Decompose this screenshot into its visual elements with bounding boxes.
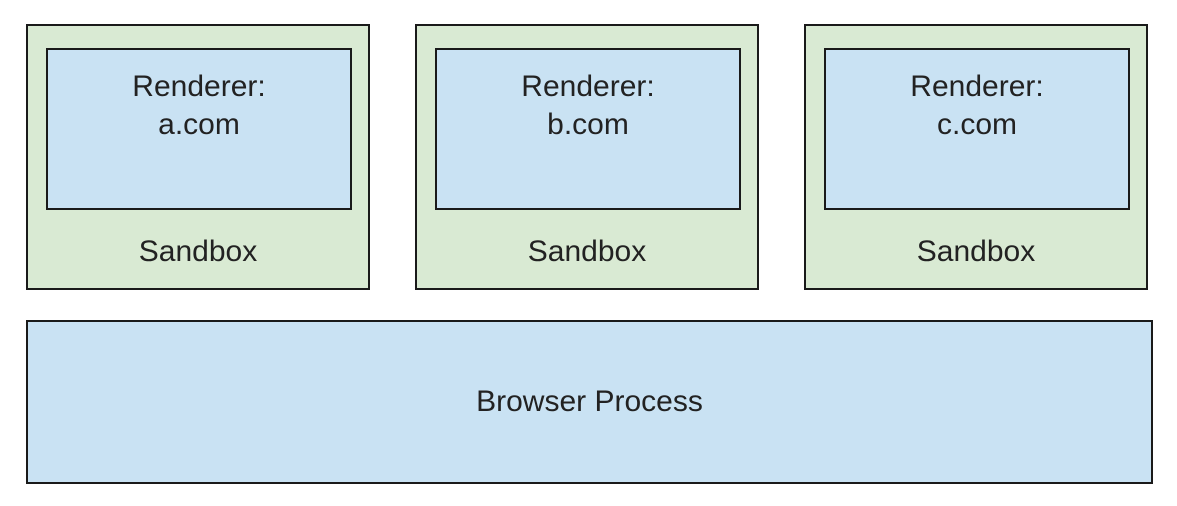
- browser-process-label: Browser Process: [476, 385, 703, 418]
- sandbox-label: Sandbox: [138, 235, 258, 268]
- sandbox-label: Sandbox: [916, 235, 1036, 268]
- renderer-title: Renderer:: [521, 70, 655, 103]
- renderer-title: Renderer:: [910, 70, 1044, 103]
- sandbox-label: Sandbox: [527, 235, 647, 268]
- renderer-site: b.com: [547, 108, 629, 141]
- renderer-site: c.com: [936, 108, 1017, 141]
- renderer-site: a.com: [158, 108, 240, 141]
- sandbox-a: Renderer: a.com Sandbox: [26, 24, 370, 290]
- renderer-box-c: Renderer: c.com: [824, 48, 1130, 210]
- renderer-box-b: Renderer: b.com: [435, 48, 741, 210]
- sandbox-c: Renderer: c.com Sandbox: [804, 24, 1148, 290]
- renderer-title: Renderer:: [132, 70, 266, 103]
- sandbox-b: Renderer: b.com Sandbox: [415, 24, 759, 290]
- browser-process-box: Browser Process: [26, 320, 1153, 484]
- renderer-box-a: Renderer: a.com: [46, 48, 352, 210]
